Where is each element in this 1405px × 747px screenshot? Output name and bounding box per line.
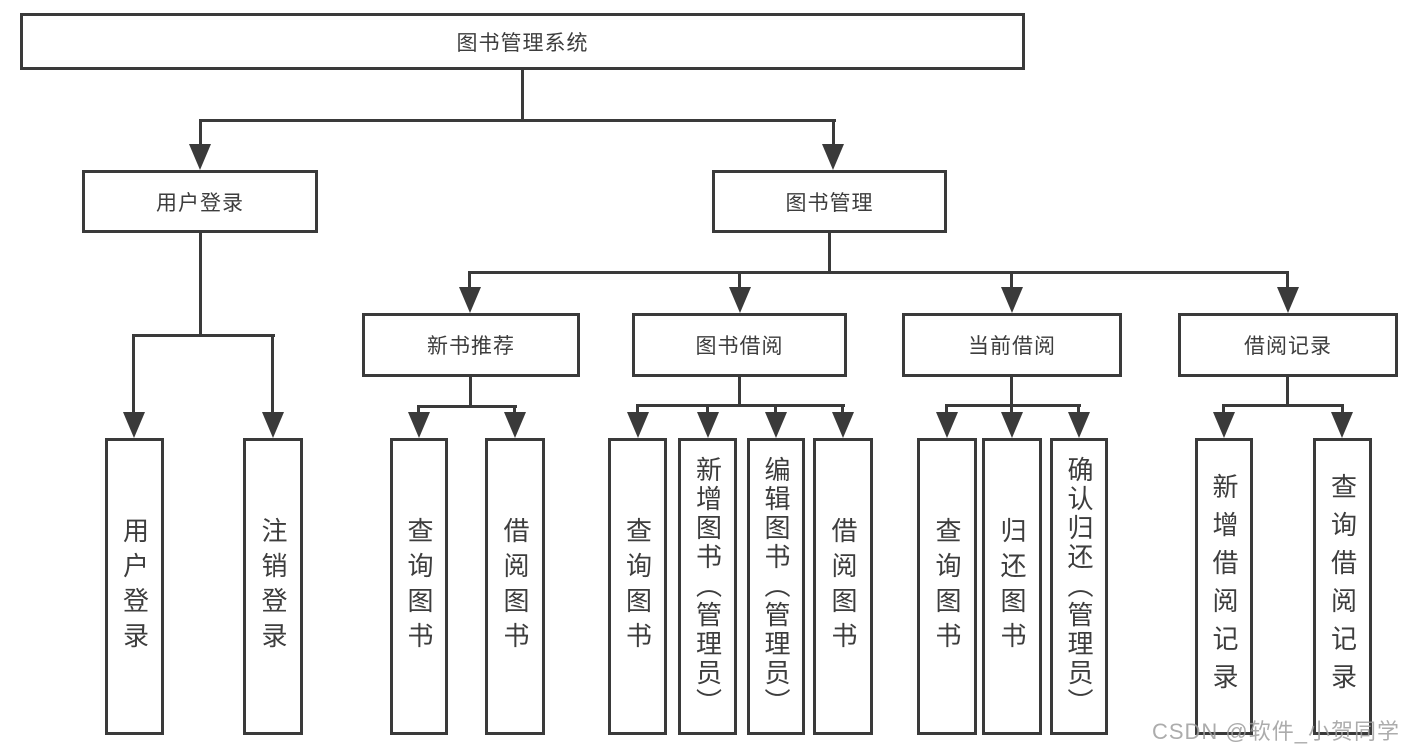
connector-current-borrow-down [1010, 377, 1013, 406]
leaf-cb-return-books: 归还图书 [982, 438, 1042, 735]
arrowhead-bb-add-icon [697, 412, 719, 438]
connector-book-borrow-bar [636, 404, 845, 407]
node-borrow-records: 借阅记录 [1178, 313, 1398, 377]
connector-br-query-stem [1341, 404, 1344, 416]
node-book-borrow-label: 图书借阅 [695, 335, 784, 358]
connector-borrow-records-stem [1286, 271, 1289, 289]
leaf-cb-confirm-return-admin: 确认归还（管理员） [1050, 438, 1108, 735]
arrowhead-new-books-icon [459, 287, 481, 313]
connector-cb-confirm-stem [1077, 404, 1080, 416]
connector-bb-borrow-stem [841, 404, 844, 416]
leaf-bb-add-books-admin-label: 新增图书（管理员） [692, 456, 723, 717]
node-borrow-records-label: 借阅记录 [1244, 335, 1332, 358]
connector-book-mgmt-stem [832, 119, 835, 148]
connector-cb-return-stem [1010, 404, 1013, 416]
node-current-borrow: 当前借阅 [902, 313, 1122, 377]
node-new-books: 新书推荐 [362, 313, 580, 377]
leaf-logout-label: 注销登录 [258, 516, 288, 657]
leaf-user-login-label: 用户登录 [119, 516, 150, 657]
arrowhead-leaf-logout-icon [262, 412, 284, 438]
leaf-bb-add-books-admin: 新增图书（管理员） [678, 438, 737, 735]
connector-root-stem [521, 70, 524, 121]
leaf-nb-borrow-books: 借阅图书 [485, 438, 545, 735]
arrowhead-book-borrow-icon [729, 287, 751, 313]
arrowhead-leaf-login-icon [123, 412, 145, 438]
connector-cb-query-stem [945, 404, 948, 416]
leaf-br-add-record: 新增借阅记录 [1195, 438, 1253, 735]
leaf-logout: 注销登录 [243, 438, 303, 735]
csdn-watermark: CSDN @软件_小贺同学 [1151, 719, 1400, 744]
arrowhead-cb-return-icon [1001, 412, 1023, 438]
connector-bb-edit-stem [774, 404, 777, 416]
connector-leaf-login-stem [132, 334, 135, 414]
arrowhead-cb-query-icon [936, 412, 958, 438]
connector-bb-query-stem [636, 404, 639, 416]
leaf-bb-query-books-label: 查询图书 [622, 516, 653, 657]
connector-nb-borrow-stem [513, 405, 516, 417]
connector-leaf-logout-stem [271, 334, 274, 414]
arrowhead-br-add-icon [1213, 412, 1235, 438]
leaf-bb-query-books: 查询图书 [608, 438, 667, 735]
arrowhead-current-borrow-icon [1001, 287, 1023, 313]
connector-new-books-down [469, 377, 472, 408]
leaf-cb-query-books-label: 查询图书 [932, 516, 962, 657]
node-book-mgmt: 图书管理 [712, 170, 947, 233]
node-book-borrow: 图书借阅 [632, 313, 847, 377]
connector-root-bar [199, 119, 836, 122]
connector-user-login-bar [132, 334, 275, 337]
connector-new-books-bar [417, 405, 517, 408]
arrowhead-borrow-records-icon [1277, 287, 1299, 313]
arrowhead-nb-query-icon [408, 412, 430, 438]
connector-borrow-records-bar [1222, 404, 1344, 407]
connector-nb-query-stem [417, 405, 420, 417]
leaf-bb-borrow-books: 借阅图书 [813, 438, 873, 735]
leaf-nb-query-books: 查询图书 [390, 438, 448, 735]
connector-br-add-stem [1222, 404, 1225, 416]
leaf-bb-edit-books-admin: 编辑图书（管理员） [747, 438, 805, 735]
connector-book-mgmt-down [828, 233, 831, 274]
leaf-br-add-record-label: 新增借阅记录 [1209, 472, 1239, 701]
leaf-nb-borrow-books-label: 借阅图书 [500, 516, 530, 657]
leaf-nb-query-books-label: 查询图书 [404, 516, 434, 657]
node-user-login-label: 用户登录 [156, 191, 244, 215]
node-root-library-system: 图书管理系统 [20, 13, 1025, 70]
leaf-cb-confirm-return-admin-label: 确认归还（管理员） [1064, 456, 1094, 717]
leaf-bb-borrow-books-label: 借阅图书 [828, 516, 858, 657]
arrowhead-br-query-icon [1331, 412, 1353, 438]
arrowhead-nb-borrow-icon [504, 412, 526, 438]
arrowhead-book-mgmt-icon [822, 144, 844, 170]
connector-current-borrow-stem [1010, 271, 1013, 289]
connector-modules-bar [469, 271, 1289, 274]
connector-new-books-stem [468, 271, 471, 289]
connector-book-borrow-stem [738, 271, 741, 289]
leaf-br-query-record-label: 查询借阅记录 [1327, 472, 1358, 701]
arrowhead-user-login-icon [189, 144, 211, 170]
node-new-books-label: 新书推荐 [427, 335, 515, 358]
leaf-br-query-record: 查询借阅记录 [1313, 438, 1372, 735]
connector-book-borrow-down [738, 377, 741, 407]
arrowhead-bb-edit-icon [765, 412, 787, 438]
node-user-login: 用户登录 [82, 170, 318, 233]
connector-user-login-stem [199, 119, 202, 148]
leaf-cb-return-books-label: 归还图书 [997, 516, 1027, 657]
node-root-label: 图书管理系统 [456, 31, 589, 55]
connector-user-login-down [199, 233, 202, 336]
arrowhead-cb-confirm-icon [1068, 412, 1090, 438]
arrowhead-bb-borrow-icon [832, 412, 854, 438]
leaf-user-login: 用户登录 [105, 438, 164, 735]
arrowhead-bb-query-icon [627, 412, 649, 438]
connector-borrow-records-down [1286, 377, 1289, 406]
connector-current-borrow-bar [945, 404, 1081, 407]
connector-bb-add-stem [706, 404, 709, 416]
leaf-bb-edit-books-admin-label: 编辑图书（管理员） [761, 456, 791, 717]
leaf-cb-query-books: 查询图书 [917, 438, 977, 735]
node-current-borrow-label: 当前借阅 [968, 335, 1056, 358]
node-book-mgmt-label: 图书管理 [785, 191, 874, 215]
